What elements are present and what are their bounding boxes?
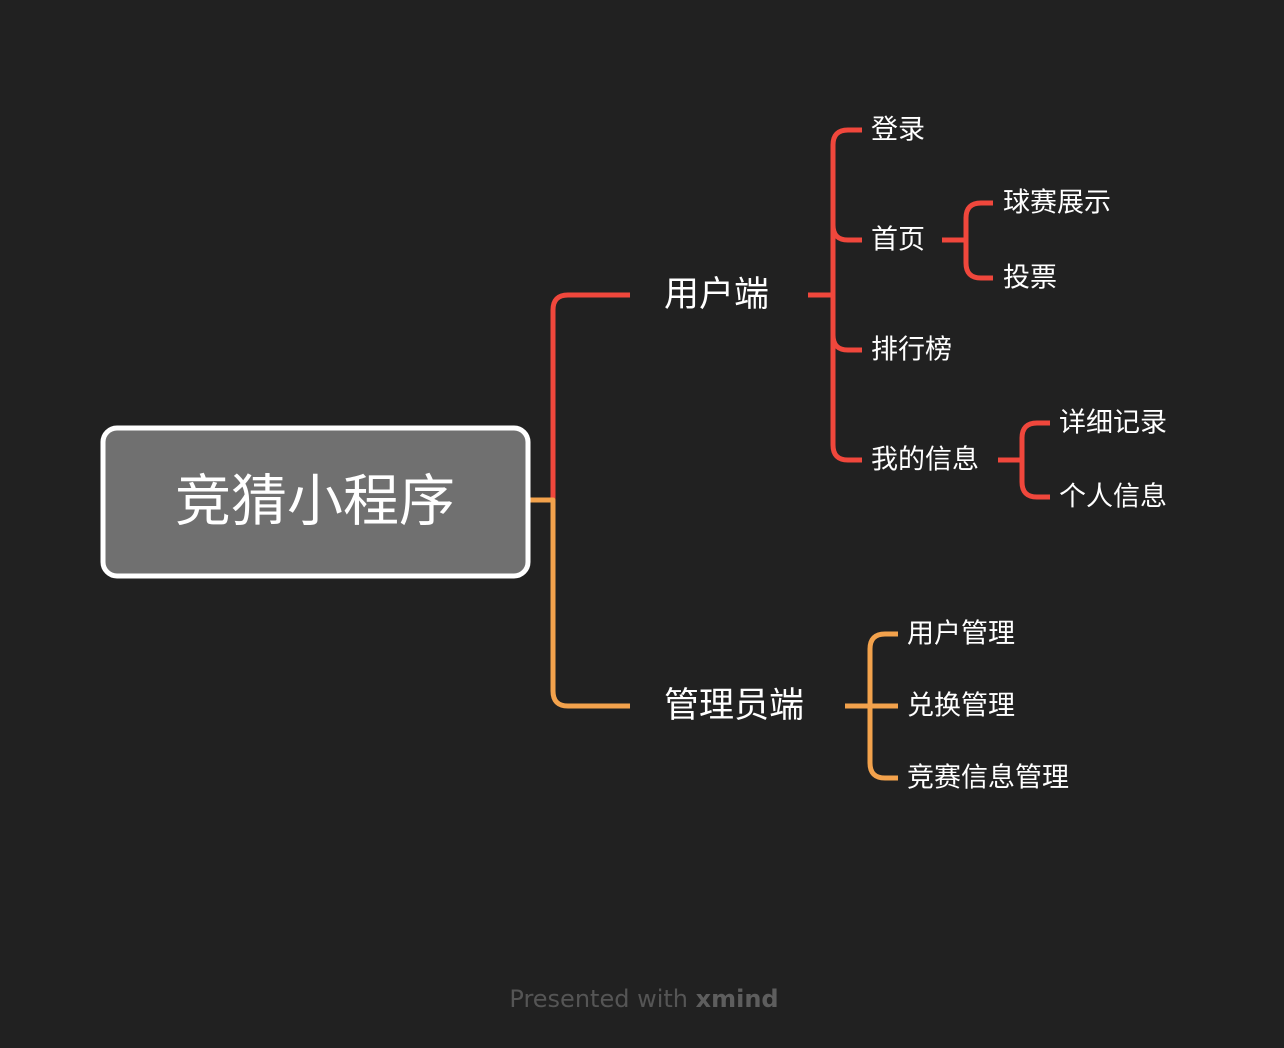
topic-home[interactable]: 首页 <box>871 225 925 256</box>
connector-root-user <box>550 292 630 500</box>
topic-personal-info[interactable]: 个人信息 <box>1059 482 1167 513</box>
topic-user-side[interactable]: 用户端 <box>664 275 769 315</box>
topic-user-management[interactable]: 用户管理 <box>907 619 1015 650</box>
root-topic-label: 竞猜小程序 <box>175 470 455 535</box>
connector-root-admin <box>529 497 630 709</box>
root-topic[interactable]: 竞猜小程序 <box>100 425 531 579</box>
connector-home-children <box>942 200 993 281</box>
topic-leaderboard[interactable]: 排行榜 <box>871 335 952 366</box>
connector-admin-children <box>845 631 898 781</box>
topic-contest-info-management[interactable]: 竞赛信息管理 <box>907 763 1069 794</box>
topic-vote[interactable]: 投票 <box>1003 263 1057 294</box>
root-topic-box <box>100 425 531 579</box>
topic-exchange-management[interactable]: 兑换管理 <box>907 691 1015 722</box>
footer-brand: xmind <box>696 985 779 1013</box>
topic-detail-records[interactable]: 详细记录 <box>1059 408 1167 439</box>
footer-prefix: Presented with <box>509 985 695 1013</box>
connector-myinfo-children <box>998 420 1050 500</box>
topic-my-info[interactable]: 我的信息 <box>871 445 979 476</box>
topic-match-display[interactable]: 球赛展示 <box>1003 188 1111 219</box>
topic-login[interactable]: 登录 <box>871 115 925 146</box>
topic-admin-side[interactable]: 管理员端 <box>664 686 804 726</box>
connector-user-children <box>830 127 862 463</box>
footer-watermark: Presented with xmind <box>509 985 778 1013</box>
